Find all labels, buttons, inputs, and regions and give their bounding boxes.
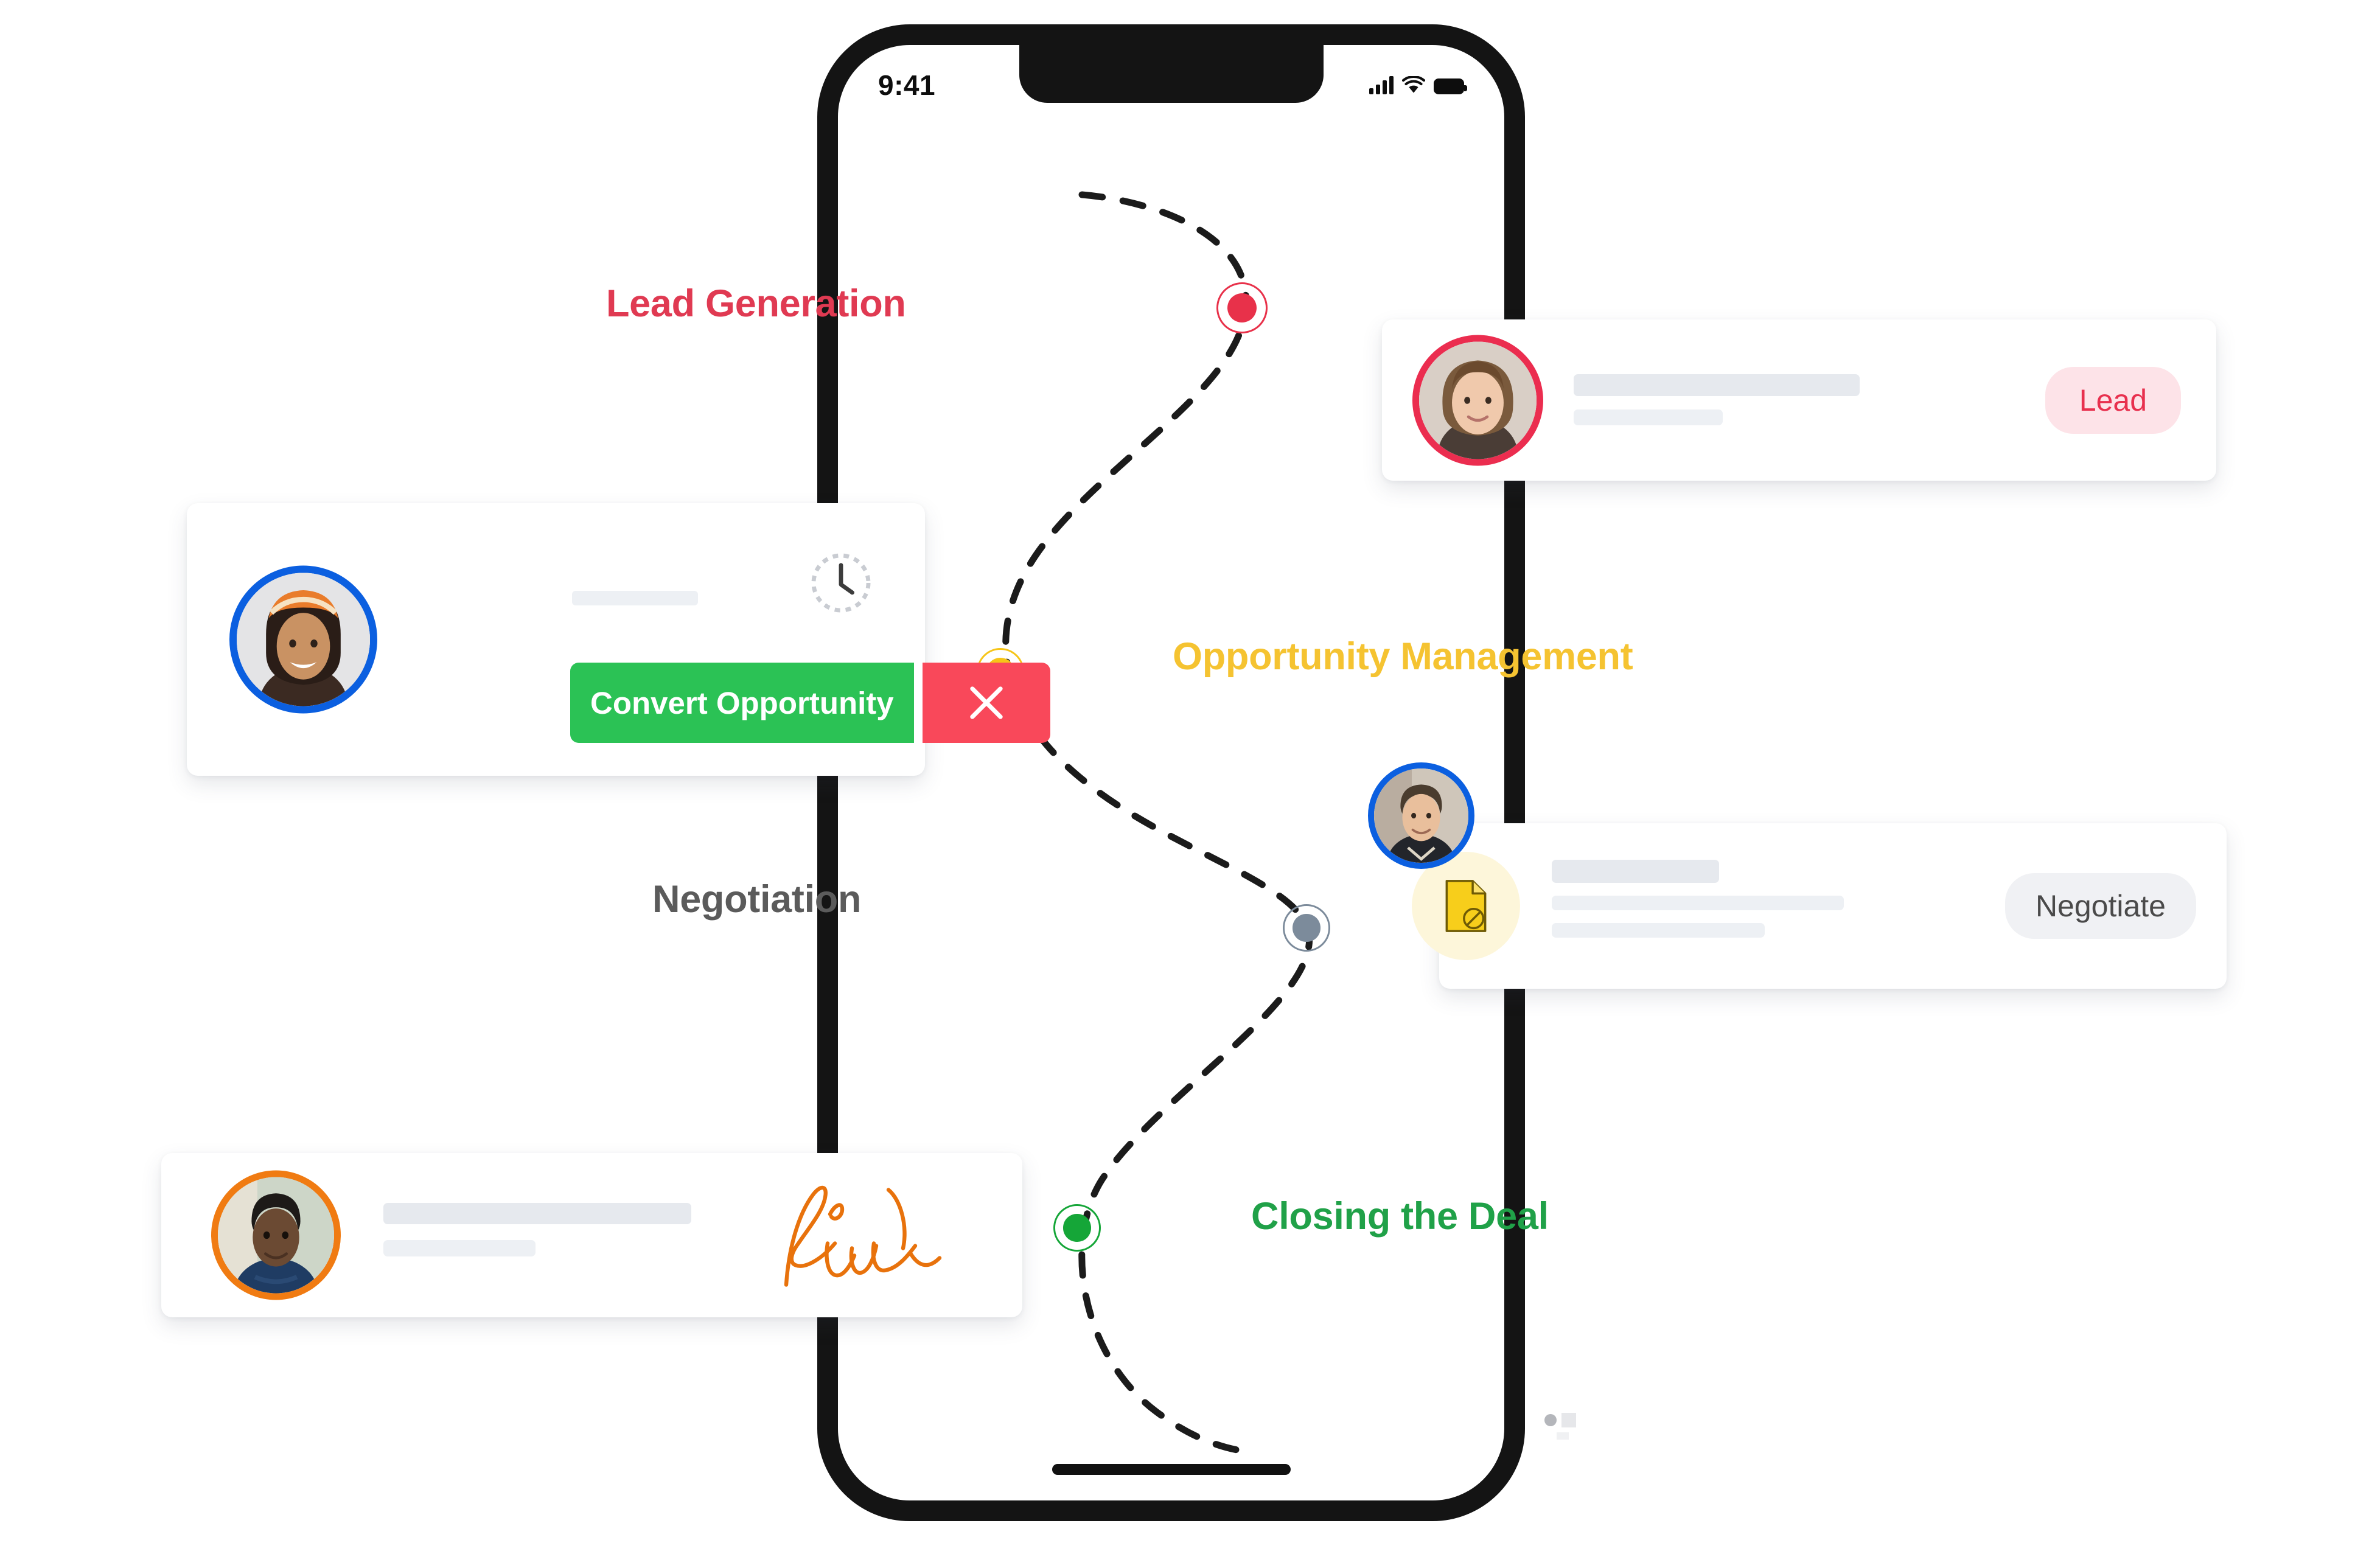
placeholder-line-primary	[1552, 860, 1719, 883]
signature-card-placeholder-lines	[383, 1203, 691, 1256]
lead-card[interactable]: Lead	[1382, 319, 2216, 481]
convert-card-actions: Convert Opportunity	[570, 663, 1050, 743]
node-ring-icon	[1283, 904, 1330, 952]
man-avatar-icon	[218, 1177, 334, 1294]
cellular-signal-icon	[1369, 76, 1394, 94]
lead-avatar-image	[1419, 341, 1537, 459]
status-badge-lead[interactable]: Lead	[2045, 366, 2181, 434]
avatar	[229, 565, 377, 714]
handwritten-signature-icon	[784, 1185, 942, 1287]
node-ring-icon	[1053, 1204, 1101, 1252]
phone-notch	[1019, 43, 1324, 103]
placeholder-line-tertiary	[1552, 923, 1765, 938]
stage-label-opportunity-management: Opportunity Management	[1173, 635, 1633, 678]
decorative-artifact	[1544, 1413, 1576, 1440]
home-indicator	[1052, 1464, 1291, 1475]
placeholder-line-primary	[1574, 374, 1860, 396]
man-avatar-icon	[1374, 768, 1468, 863]
journey-node-lead[interactable]	[1216, 282, 1268, 333]
avatar	[211, 1170, 341, 1300]
convert-avatar-image	[237, 573, 370, 706]
status-bar: 9:41	[838, 67, 1504, 103]
stage-label-negotiation: Negotiation	[652, 878, 862, 921]
battery-full-icon	[1434, 78, 1467, 94]
placeholder-line-secondary	[1574, 409, 1723, 425]
dismiss-button[interactable]	[922, 663, 1050, 743]
document-blocked-icon	[1445, 880, 1487, 932]
status-badge-negotiate[interactable]: Negotiate	[2004, 873, 2196, 939]
node-ring-icon	[1216, 282, 1268, 333]
placeholder-line-secondary	[383, 1240, 536, 1256]
lead-card-placeholder-lines	[1574, 374, 1860, 425]
woman-headscarf-avatar-icon	[237, 573, 370, 706]
convert-opportunity-card[interactable]: Convert Opportunity	[187, 503, 1050, 776]
close-x-icon	[969, 686, 1003, 719]
avatar	[1368, 762, 1474, 869]
negotiate-card-placeholder-lines	[1552, 860, 1844, 938]
signature-avatar-image	[218, 1177, 334, 1294]
placeholder-line-primary	[572, 591, 698, 605]
stage-label-closing-the-deal: Closing the Deal	[1251, 1195, 1549, 1238]
negotiate-card[interactable]: Negotiate	[1368, 762, 2227, 989]
stage-label-lead-generation: Lead Generation	[606, 282, 906, 325]
convert-opportunity-button[interactable]: Convert Opportunity	[570, 663, 914, 743]
negotiate-avatar-image	[1374, 768, 1468, 863]
signature-card[interactable]	[161, 1153, 1022, 1317]
status-bar-time: 9:41	[878, 69, 936, 101]
placeholder-line-primary	[383, 1203, 691, 1224]
status-bar-icons	[1369, 76, 1467, 94]
journey-node-closing[interactable]	[1053, 1204, 1101, 1252]
woman-avatar-icon	[1419, 341, 1537, 459]
document-status-badge	[1412, 852, 1520, 960]
pending-clock-icon	[811, 553, 871, 613]
wifi-icon	[1402, 76, 1425, 93]
avatar	[1412, 335, 1543, 465]
journey-node-negotiation[interactable]	[1283, 904, 1330, 952]
placeholder-line-secondary	[1552, 896, 1844, 910]
